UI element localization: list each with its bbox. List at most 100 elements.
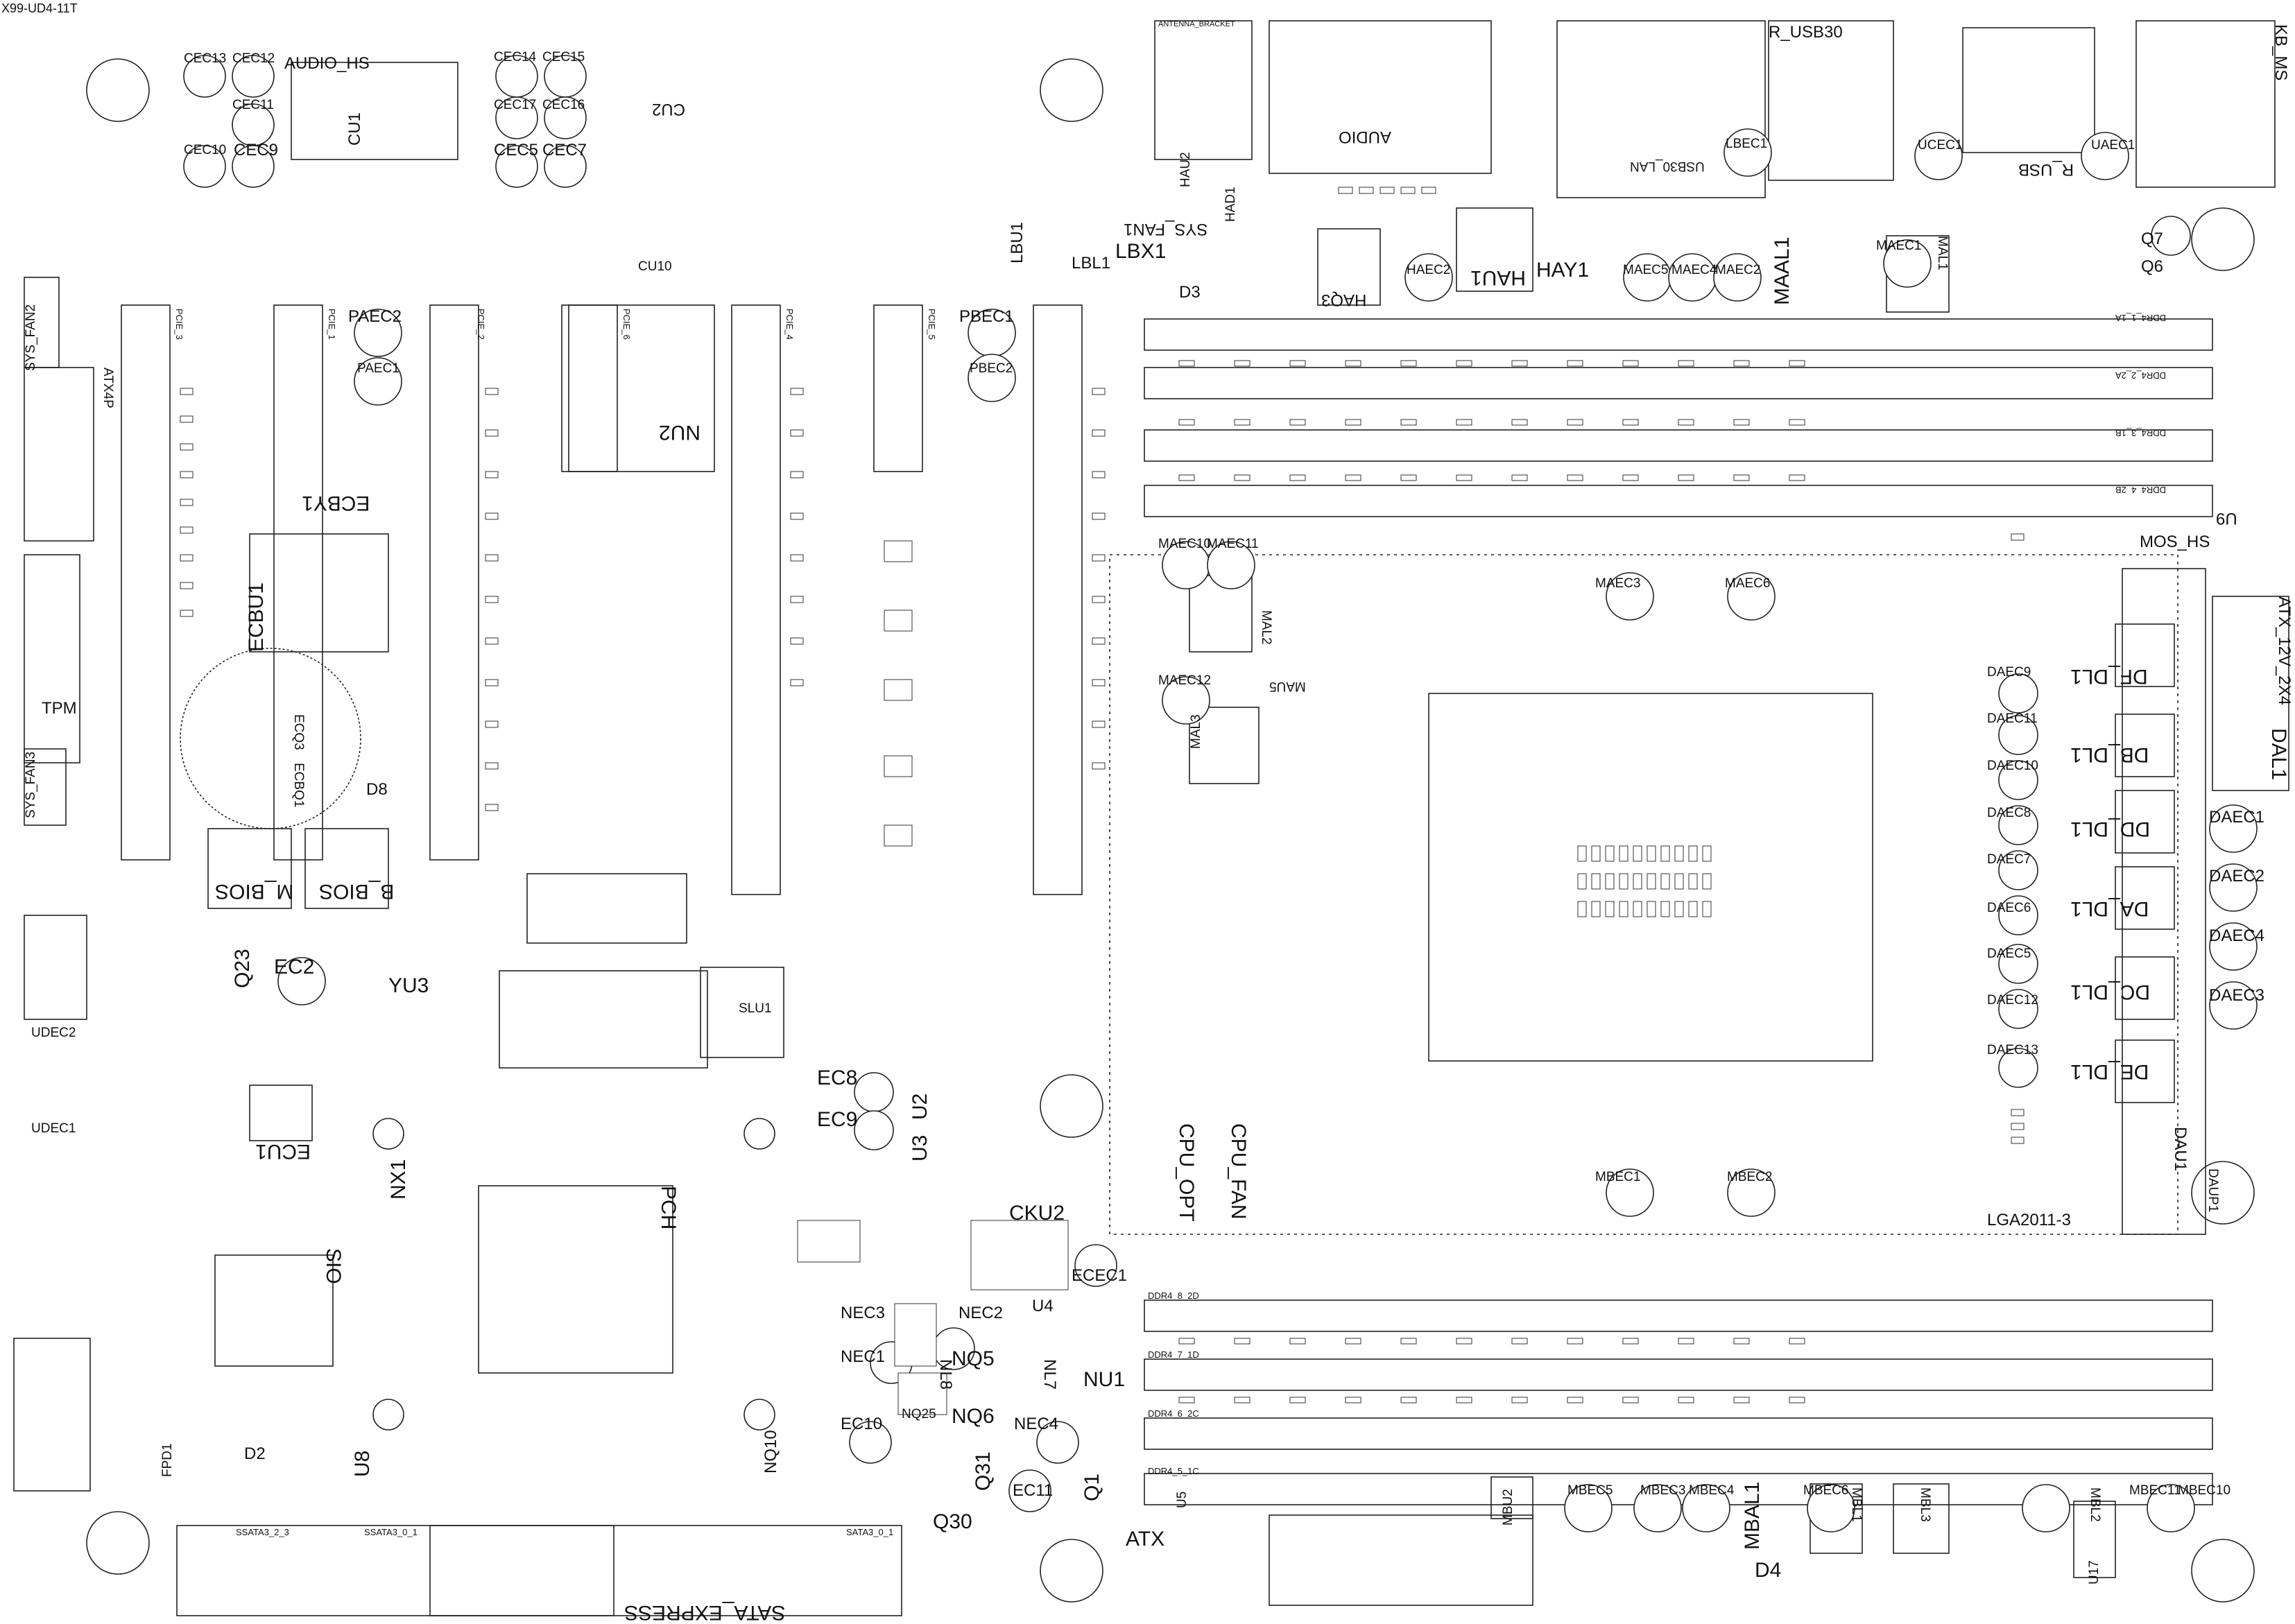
nq5-label: NQ5: [952, 1347, 995, 1370]
da-dl1-label: DA_DL1: [2070, 897, 2149, 920]
antenna-bracket: [1154, 20, 1253, 160]
pcie-4-label: PCIE_4: [784, 309, 795, 340]
fpd1-label: FPD1: [160, 1443, 175, 1477]
pbec2-label: PBEC2: [970, 361, 1013, 376]
cu1-label: CU1: [345, 112, 364, 146]
r-usb-block: [1962, 27, 2095, 153]
capacitor: [1623, 253, 1671, 302]
maec10-label: MAEC10: [1158, 537, 1212, 551]
capacitor: [544, 96, 587, 139]
maec3-label: MAEC3: [1595, 576, 1641, 591]
capacitor: [2209, 981, 2258, 1030]
hau1-chip: [1456, 207, 1533, 292]
capacitor: [1998, 673, 2038, 714]
cec17-label: CEC17: [494, 98, 537, 112]
capacitor: [1713, 253, 1762, 302]
dimm-slot: [1144, 1358, 2213, 1391]
ddr4-4b-label: DDR4_4_2B: [2115, 485, 2166, 495]
cec13-label: CEC13: [184, 51, 227, 66]
cec9-label: CEC9: [234, 141, 279, 159]
capacitor: [854, 1072, 894, 1112]
capacitor: [849, 1421, 892, 1464]
paec2-label: PAEC2: [348, 307, 402, 326]
nu2-chip: [561, 304, 715, 472]
capacitor: [1998, 895, 2038, 935]
ec10-label: EC10: [841, 1415, 883, 1433]
r-usb30-label: R_USB30: [1769, 23, 1843, 42]
daec3-label: DAEC3: [2209, 986, 2265, 1005]
sys-fan2-label: SYS_FAN2: [24, 304, 38, 371]
q7-label: Q7: [2141, 230, 2164, 248]
vrm-choke: [2115, 956, 2175, 1020]
ddr4-8d-label: DDR4_8_2D: [1148, 1290, 1199, 1301]
mbal1-label: MBAL1: [1741, 1481, 1764, 1550]
kb-ms-block: [2135, 20, 2276, 188]
u17-chip: [2073, 1501, 2116, 1578]
capacitor: [1727, 1168, 1776, 1217]
nl8-label: NL8: [936, 1359, 955, 1390]
mounting-hole: [2191, 1161, 2255, 1225]
ecbu1-chip: [249, 533, 389, 653]
tpm-label: TPM: [42, 699, 77, 718]
daec9-label: DAEC9: [1987, 665, 2031, 680]
ecu1-chip: [249, 1085, 313, 1141]
df-dl1-label: DF_DL1: [2070, 665, 2148, 688]
screw-hole: [743, 1399, 775, 1431]
ec2-label: EC2: [274, 956, 315, 978]
mbec6-label: MBEC6: [1803, 1483, 1849, 1498]
ecu1-label: ECU1: [255, 1140, 311, 1163]
d8-label: D8: [366, 780, 388, 799]
nec3-label: NEC3: [841, 1304, 886, 1322]
daec2-label: DAEC2: [2209, 867, 2265, 886]
capacitor: [1727, 572, 1776, 621]
capacitor: [495, 96, 538, 139]
dal1-label: DAL1: [2267, 728, 2290, 781]
capacitor: [2209, 804, 2258, 853]
dimm-slot: [1144, 367, 2213, 399]
udec2-label: UDEC2: [31, 1026, 76, 1040]
nu2-label: NU2: [659, 421, 701, 444]
d4-label: D4: [1755, 1559, 1782, 1582]
dimm-slot: [1144, 1417, 2213, 1450]
cpu-keepout: [1109, 554, 2178, 1235]
maec4-label: MAEC4: [1671, 263, 1717, 277]
mbec4-label: MBEC4: [1689, 1483, 1735, 1498]
daec6-label: DAEC6: [1987, 901, 2031, 915]
maec6-label: MAEC6: [1725, 576, 1771, 591]
screw-hole: [743, 1118, 775, 1150]
screw-hole: [372, 1399, 404, 1431]
bios-chip: [304, 828, 389, 909]
vrm-choke: [2115, 1039, 2175, 1103]
capacitor: [1998, 1048, 2038, 1088]
capacitor: [183, 145, 226, 188]
pcie-slot: [731, 304, 781, 895]
nu1-label: NU1: [1083, 1368, 1126, 1391]
front-panel-header: [13, 1338, 91, 1492]
cec14-label: CEC14: [494, 50, 537, 64]
cmos-battery: [180, 648, 361, 829]
q31-label: Q31: [972, 1451, 995, 1491]
mbec1-label: MBEC1: [1595, 1170, 1641, 1184]
pcie-slot: [568, 304, 618, 472]
daec13-label: DAEC13: [1987, 1043, 2038, 1057]
socket-label: LGA2011-3: [1987, 1211, 2071, 1229]
nec4-label: NEC4: [1014, 1415, 1059, 1433]
ddr4-7d-label: DDR4_7_1D: [1148, 1349, 1199, 1360]
capacitor: [354, 309, 402, 357]
mbec10-label: MBEC10: [2178, 1483, 2231, 1498]
capacitor: [1008, 1469, 1051, 1512]
cpu-opt-label: CPU_OPT: [1175, 1123, 1198, 1222]
mbec11-label: MBEC11: [2129, 1483, 2181, 1498]
atx-12v-label: ATX_12V_2X4: [2275, 596, 2294, 705]
daec4-label: DAEC4: [2209, 926, 2265, 945]
mounting-hole: [1040, 1539, 1103, 1603]
mbu2-label: MBU2: [1501, 1489, 1515, 1526]
q6-label: Q6: [2141, 257, 2164, 276]
q30-label: Q30: [933, 1510, 972, 1533]
capacitor: [2209, 922, 2258, 971]
lbl1-label: LBL1: [1072, 254, 1111, 273]
pbec1-label: PBEC1: [959, 307, 1014, 326]
pcie-5-label: PCIE_5: [927, 309, 937, 340]
daec8-label: DAEC8: [1987, 806, 2031, 820]
